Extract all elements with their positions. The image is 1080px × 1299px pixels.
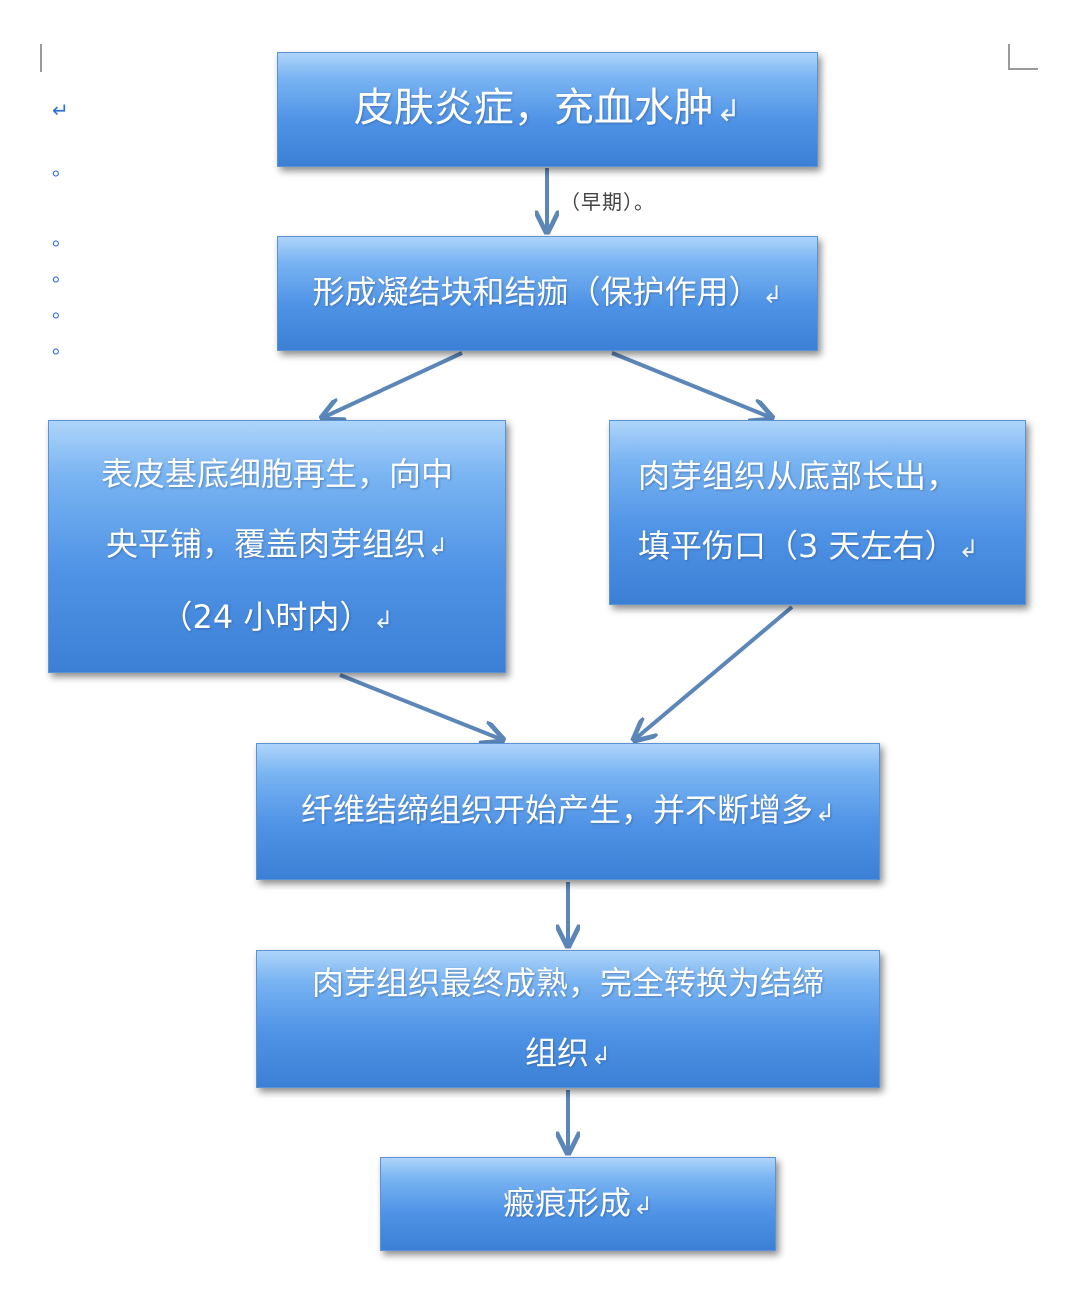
margin-mark: 。 (52, 298, 72, 322)
node-granulation-growth: 肉芽组织从底部长出， 填平伤口（3 天左右）↲ (609, 420, 1026, 605)
paragraph-mark-icon: ↲ (632, 1191, 654, 1220)
arrow-b2-b3 (322, 351, 463, 418)
edge-label-early: （早期）。 (560, 190, 655, 214)
margin-mark: 。 (52, 226, 72, 250)
node-scar-formation: 瘢痕形成↲ (380, 1157, 776, 1251)
node-label: 形成凝结块和结痂（保护作用） (312, 273, 761, 311)
page-corner-mark-left (40, 44, 70, 72)
node-epidermal-regeneration: 表皮基底细胞再生，向中 央平铺，覆盖肉芽组织↲ （24 小时内）↲ (48, 420, 506, 673)
node-label-line: 表皮基底细胞再生，向中 (100, 454, 453, 493)
node-skin-inflammation: 皮肤炎症，充血水肿↲ (277, 52, 818, 167)
node-label: 纤维结缔组织开始产生，并不断增多 (300, 791, 813, 829)
node-label-line: 肉芽组织从底部长出， (638, 457, 959, 495)
node-tissue-maturation: 肉芽组织最终成熟，完全转换为结缔 组织↲ (256, 950, 880, 1088)
paragraph-mark-icon: ↲ (427, 532, 449, 561)
page-corner-mark-right (1008, 44, 1038, 70)
arrow-b3-b5 (339, 673, 503, 740)
node-label-line: （24 小时内） (160, 597, 372, 636)
node-label-line: 组织 (524, 1033, 589, 1072)
node-label: 瘢痕形成 (502, 1183, 631, 1222)
paragraph-mark-icon: ↲ (590, 1041, 612, 1070)
arrow-b2-b4 (611, 351, 772, 418)
paragraph-mark-icon: ↲ (715, 93, 742, 129)
node-clot-scab: 形成凝结块和结痂（保护作用）↲ (277, 236, 818, 351)
paragraph-mark-icon: ↲ (373, 605, 394, 634)
margin-mark: 。 (52, 156, 72, 180)
paragraph-mark-icon: ↲ (958, 535, 979, 563)
margin-mark: 。 (52, 334, 72, 358)
node-label-line: 填平伤口（3 天左右） (638, 527, 957, 565)
return-arrow-icon: ↵ (52, 98, 69, 122)
paragraph-mark-icon: ↲ (814, 799, 836, 827)
node-label: 皮肤炎症，充血水肿 (353, 84, 714, 131)
margin-mark: 。 (52, 262, 72, 286)
node-label-line: 肉芽组织最终成熟，完全转换为结缔 (311, 963, 824, 1002)
arrow-b4-b5 (634, 605, 794, 740)
node-fibrous-tissue: 纤维结缔组织开始产生，并不断增多↲ (256, 743, 880, 880)
paragraph-mark-icon: ↲ (762, 281, 783, 309)
node-label-line: 央平铺，覆盖肉芽组织 (105, 524, 426, 563)
